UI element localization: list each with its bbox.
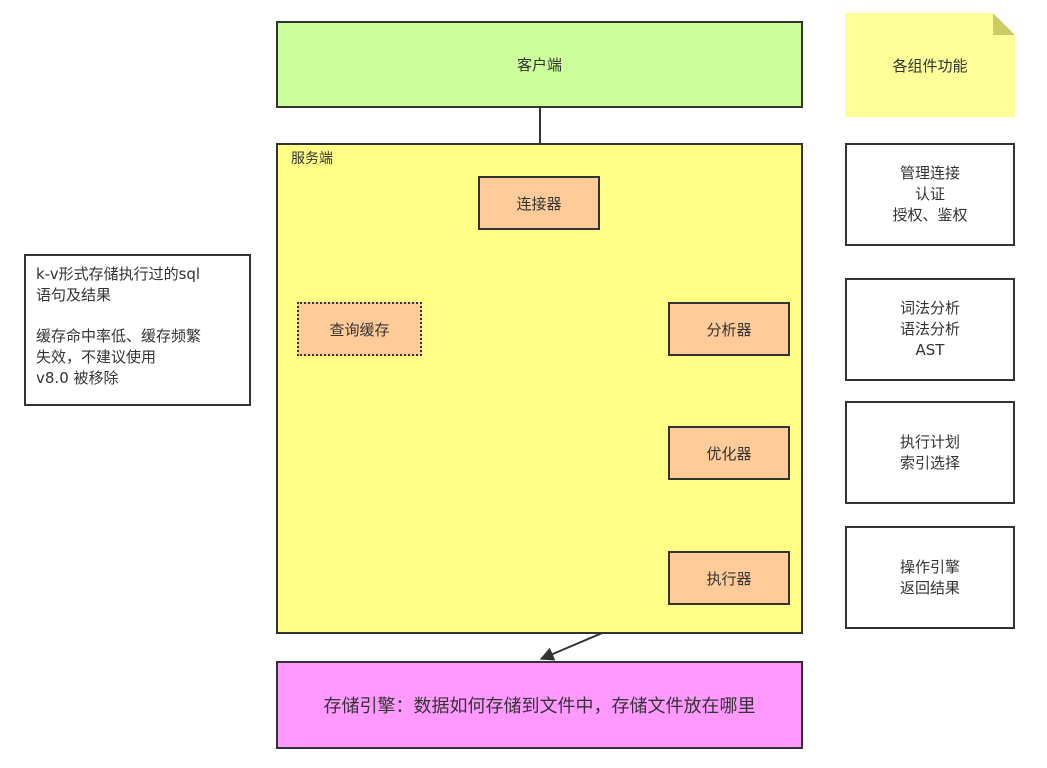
analyzer-label: 分析器 (706, 320, 752, 339)
optimizer-function-box: 执行计划 索引选择 (845, 401, 1015, 504)
optimizer-function-text: 执行计划 索引选择 (899, 432, 960, 472)
executor-label: 执行器 (706, 569, 752, 588)
cache-note-warning: 缓存命中率低、缓存频繁 失效，不建议使用 v8.0 被移除 (36, 327, 202, 387)
note-fold-icon (993, 13, 1015, 35)
executor-function-text: 操作引擎 返回结果 (899, 557, 960, 597)
executor-function-box: 操作引擎 返回结果 (845, 526, 1015, 629)
connector-label: 连接器 (516, 194, 562, 213)
query-cache-node: 查询缓存 (297, 302, 422, 356)
client-box: 客户端 (276, 21, 803, 108)
optimizer-label: 优化器 (706, 444, 752, 463)
server-label: 服务端 (291, 151, 333, 167)
client-label: 客户端 (516, 56, 562, 74)
legend-note: 各组件功能 (845, 13, 1015, 117)
storage-engine-box: 存储引擎：数据如何存储到文件中，存储文件放在哪里 (276, 661, 803, 749)
legend-note-label: 各组件功能 (892, 56, 968, 75)
connector-function-text: 管理连接 认证 授权、鉴权 (892, 164, 968, 224)
analyzer-function-box: 词法分析 语法分析 AST (845, 278, 1015, 381)
executor-node: 执行器 (668, 551, 790, 605)
optimizer-node: 优化器 (668, 426, 790, 480)
query-cache-note: k-v形式存储执行过的sql 语句及结果 缓存命中率低、缓存频繁 失效，不建议使… (24, 254, 251, 406)
cache-note-description: k-v形式存储执行过的sql 语句及结果 (36, 265, 201, 304)
storage-engine-label: 存储引擎：数据如何存储到文件中，存储文件放在哪里 (323, 696, 756, 717)
analyzer-function-text: 词法分析 语法分析 AST (899, 299, 960, 359)
analyzer-node: 分析器 (668, 302, 790, 356)
query-cache-label: 查询缓存 (329, 320, 390, 339)
connector-function-box: 管理连接 认证 授权、鉴权 (845, 143, 1015, 246)
connector-node: 连接器 (478, 176, 600, 230)
